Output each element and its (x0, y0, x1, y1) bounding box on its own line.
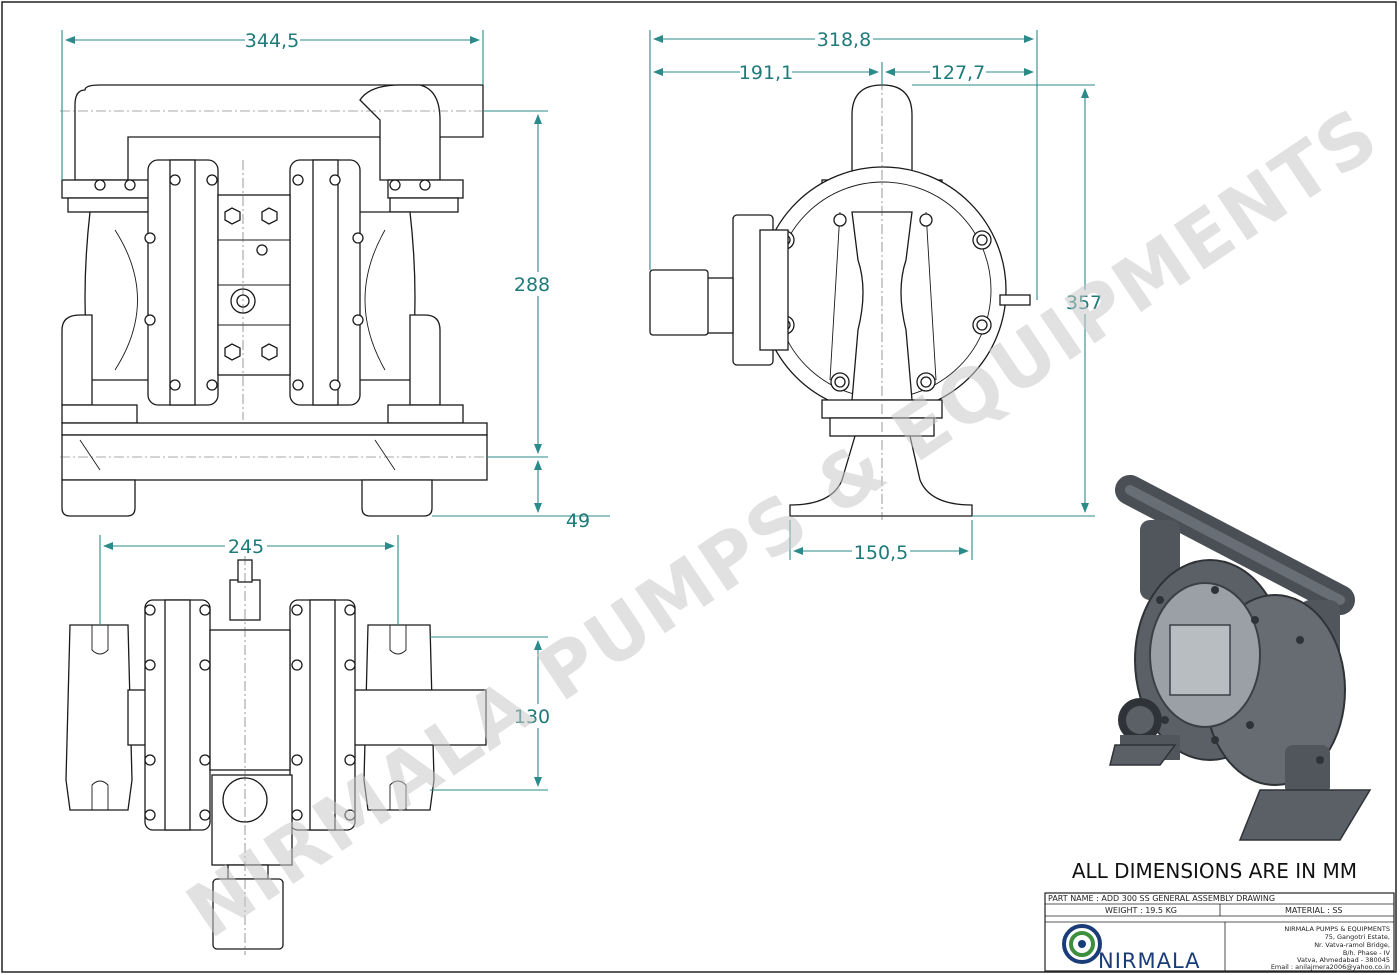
dim-top-width: 245 (228, 536, 264, 558)
top-dimensions: 245 130 (99, 534, 550, 791)
tb-email: Email : anilajmera2006@yahoo.co.in (1271, 963, 1390, 971)
tb-weight: WEIGHT : 19.5 KG (1105, 906, 1177, 915)
dim-front-height: 288 (514, 274, 550, 296)
tb-part-name: PART NAME : ADD 300 SS GENERAL ASSEMBLY … (1048, 894, 1275, 903)
side-view (649, 80, 1031, 520)
dim-side-base: 150,5 (854, 542, 908, 564)
dim-side-width: 318,8 (817, 29, 871, 51)
tb-material: MATERIAL : SS (1285, 906, 1342, 915)
dim-front-foot: 49 (566, 510, 590, 532)
tb-address-3: B/h. Phase - IV (1343, 949, 1391, 957)
dim-side-right: 127,7 (931, 62, 985, 84)
isometric-render (1109, 475, 1372, 841)
side-dimensions: 318,8 191,1 127,7 357 150,5 (649, 27, 1102, 564)
front-view (60, 84, 490, 517)
dim-front-width: 344,5 (245, 30, 299, 52)
company-logo: NIRMALA (1062, 924, 1201, 973)
tb-address-4: Vatva, Ahmedabad - 380045 (1297, 956, 1390, 964)
tb-address-1: 75, Gangotri Estate, (1325, 933, 1390, 941)
dim-side-height: 357 (1066, 292, 1102, 314)
dim-top-depth: 130 (514, 706, 550, 728)
title-block: PART NAME : ADD 300 SS GENERAL ASSEMBLY … (1044, 892, 1395, 973)
front-dimensions: 344,5 288 49 (61, 28, 610, 532)
dim-side-left: 191,1 (739, 62, 793, 84)
tb-address-2: Nr. Vatva-ramol Bridge, (1314, 941, 1390, 949)
top-view (65, 555, 487, 955)
tb-company: NIRMALA PUMPS & EQUIPMENTS (1284, 925, 1390, 933)
units-note: ALL DIMENSIONS ARE IN MM (1072, 859, 1357, 883)
logo-wordmark: NIRMALA (1098, 949, 1201, 973)
